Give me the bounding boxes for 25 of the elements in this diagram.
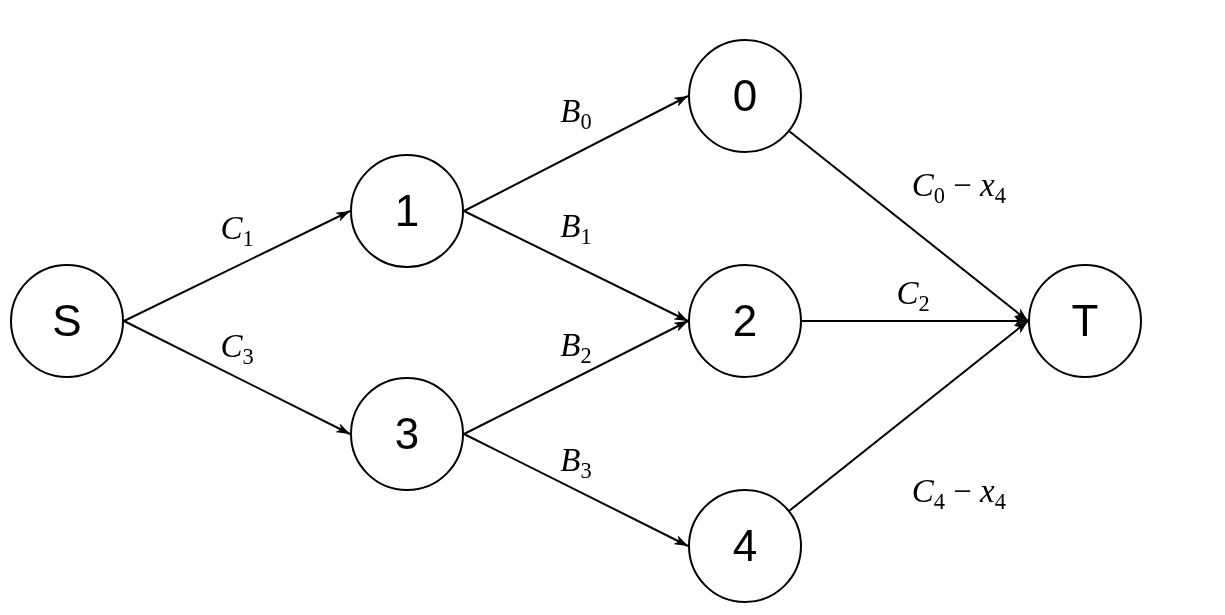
arrow (788, 320, 1029, 512)
edge-label: B$_{2}$ (560, 326, 592, 363)
edge-label: B$_{0}$ (560, 92, 592, 129)
arrow (463, 95, 689, 212)
arrow (463, 320, 689, 435)
edge-label: C$_{4}$ − x$_{4}$ (911, 472, 1006, 509)
arrow (123, 320, 351, 435)
node-circle: S (10, 264, 124, 378)
edge-label: C$_{2}$ (896, 274, 930, 312)
node-circle: 4 (688, 489, 802, 603)
edge-label: B$_{3}$ (560, 441, 592, 479)
node-circle: 0 (688, 39, 802, 153)
arrow (463, 210, 689, 322)
arrow (123, 210, 351, 322)
edge-label: B$_{1}$ (560, 207, 592, 245)
edge-label: C$_{3}$ (220, 327, 254, 364)
arrow (801, 316, 1029, 326)
arrow (788, 130, 1029, 322)
arrow (463, 433, 689, 547)
edge-label: C$_{1}$ (220, 209, 254, 247)
node-circle: 1 (350, 154, 464, 268)
node-circle: T (1028, 264, 1142, 378)
node-circle: 2 (688, 264, 802, 378)
edge-label: C$_{0}$ − x$_{4}$ (911, 167, 1006, 204)
node-circle: 3 (350, 377, 464, 491)
